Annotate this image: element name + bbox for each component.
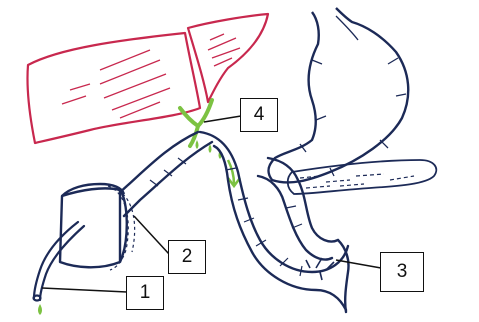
callout-label-1: 1	[126, 276, 164, 310]
stomach	[268, 8, 408, 182]
liver-right-lobe	[27, 33, 200, 143]
callout-label-3: 3	[380, 252, 424, 292]
callout-label-2: 2	[168, 240, 206, 274]
liver	[27, 14, 268, 143]
stoma-pouch	[60, 184, 127, 267]
pancreas	[288, 160, 437, 194]
leader-3	[336, 260, 381, 268]
leader-4	[204, 116, 241, 122]
liver-left-lobe	[188, 14, 268, 102]
callout-label-4: 4	[240, 98, 278, 132]
leader-2	[134, 216, 169, 254]
leader-1	[42, 288, 127, 292]
